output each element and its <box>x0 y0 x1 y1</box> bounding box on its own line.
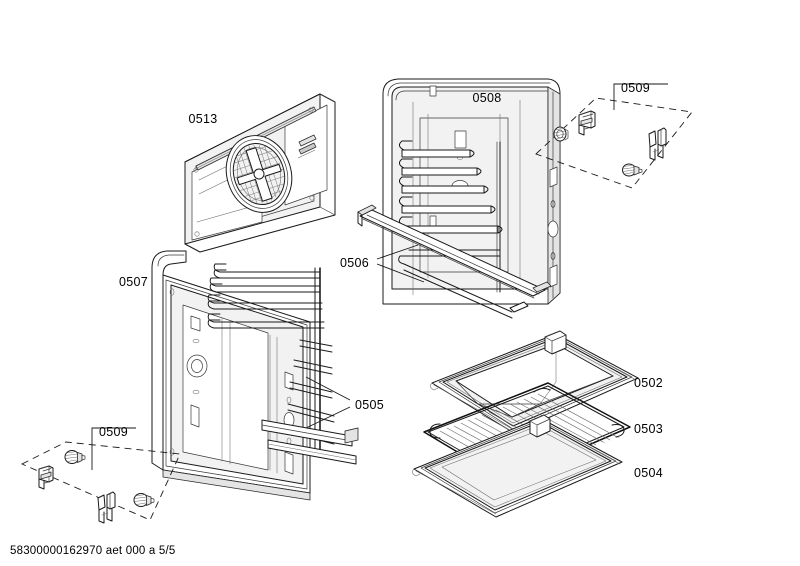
leader-0506 <box>376 244 425 283</box>
part-0506-front-rail <box>357 204 552 319</box>
convection-fan-cover <box>225 135 293 213</box>
callout-label-0509-left: 0509 <box>99 425 128 439</box>
part-0507-left-side-panel <box>151 250 311 501</box>
callout-label-0502: 0502 <box>634 376 663 390</box>
part-0509-left-fixing-kit <box>20 441 181 524</box>
part-0508-right-side-panel <box>382 78 561 305</box>
leader-lines <box>91 83 668 470</box>
part-0505-wire-shelf-support <box>207 263 359 465</box>
footer-document-code: 58300000162970 aet 000 a 5/5 <box>10 545 175 557</box>
callout-label-0507: 0507 <box>119 275 148 289</box>
leader-0509-left <box>91 427 136 470</box>
part-0509-right-fixing-kit <box>535 97 693 189</box>
part-0504-shallow-baking-tray <box>412 414 623 518</box>
callout-label-0513: 0513 <box>188 112 217 126</box>
leader-0505 <box>305 376 351 429</box>
callout-label-0503: 0503 <box>634 422 663 436</box>
callout-label-0504: 0504 <box>634 466 663 480</box>
part-0513-rear-panel <box>184 93 336 253</box>
callout-label-0505: 0505 <box>355 398 384 412</box>
callout-label-0508: 0508 <box>472 91 501 105</box>
leader-0509-right <box>613 83 668 110</box>
callout-labels: 0513 0508 0509 0506 0507 0505 0509 0502 … <box>99 81 663 480</box>
callout-label-0506: 0506 <box>340 256 369 270</box>
callout-label-0509-right: 0509 <box>621 81 650 95</box>
